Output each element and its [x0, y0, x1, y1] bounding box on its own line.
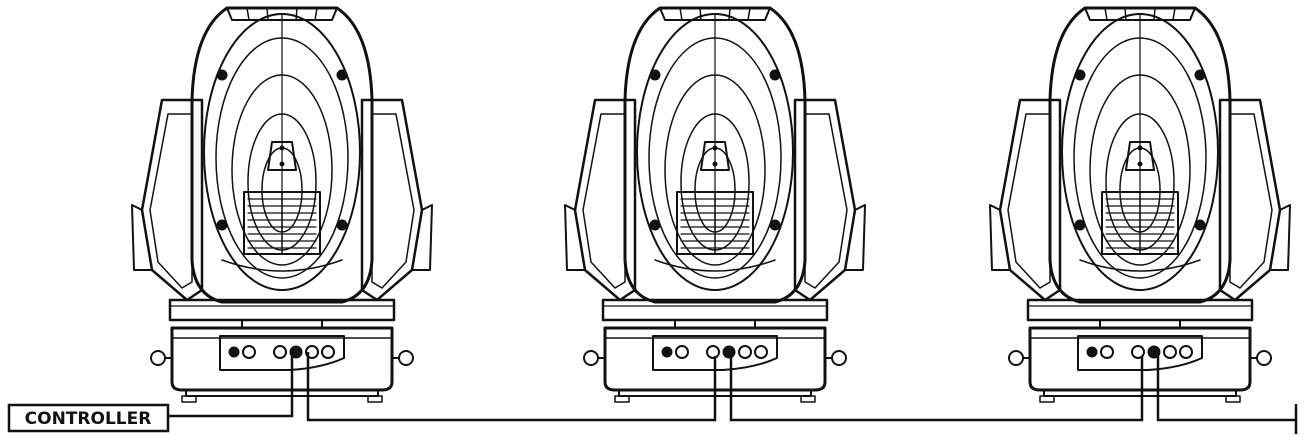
- cable-fixture-3-to-terminator: [1156, 352, 1296, 422]
- moving-head-fixture-2: [563, 6, 867, 404]
- cable-controller-to-fixture-1: [168, 356, 294, 418]
- moving-head-fixture-1: [130, 6, 434, 404]
- cable-fixture-2-to-fixture-3: [729, 352, 1144, 422]
- controller-box: CONTROLLER: [7, 403, 170, 433]
- dmx-cables: [168, 352, 1296, 422]
- controller-label: CONTROLLER: [25, 409, 152, 429]
- moving-head-fixture-3: [988, 6, 1292, 404]
- cable-fixture-1-to-fixture-2: [306, 352, 717, 422]
